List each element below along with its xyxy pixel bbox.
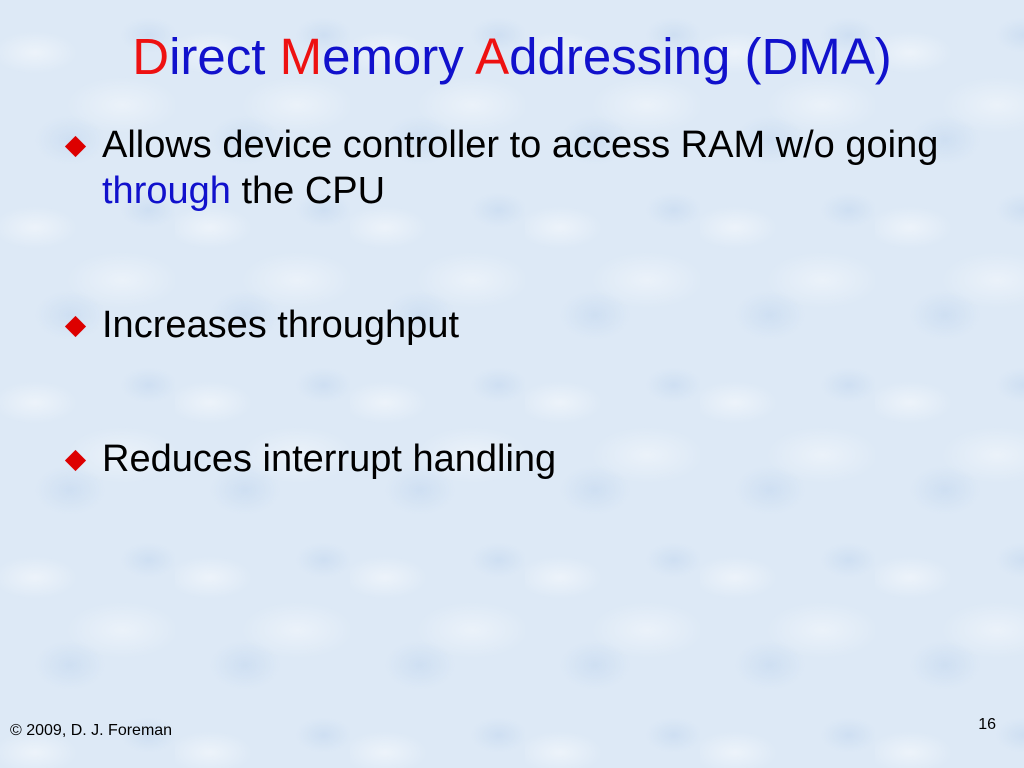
- bullet-text: Increases throughput: [102, 304, 460, 346]
- bullet-list: Allows device controller to access RAM w…: [64, 122, 966, 482]
- title-initial-d: D: [132, 28, 170, 85]
- bullet-item-interrupt: Reduces interrupt handling: [64, 436, 966, 482]
- red-diamond-icon: [64, 135, 87, 158]
- title-initial-a: A: [475, 28, 510, 85]
- bullet-text-highlight: through: [102, 170, 231, 212]
- slide-title: Direct Memory Addressing (DMA): [0, 22, 1024, 92]
- bullet-text-before: Allows device controller to access RAM w…: [102, 124, 939, 166]
- bullet-item-throughput: Increases throughput: [64, 302, 966, 348]
- bullet-text-after: the CPU: [230, 170, 386, 212]
- title-initial-m: M: [279, 28, 323, 85]
- title-word-memory: emory: [322, 28, 476, 85]
- bullet-text: Reduces interrupt handling: [102, 438, 557, 480]
- red-diamond-icon: [64, 449, 87, 472]
- title-word-addressing: ddressing (DMA): [509, 28, 892, 85]
- title-word-direct: irect: [169, 28, 280, 85]
- red-diamond-icon: [64, 315, 87, 338]
- page-number: 16: [978, 716, 996, 733]
- footer-copyright: © 2009, D. J. Foreman: [10, 722, 173, 739]
- bullet-item-access-ram: Allows device controller to access RAM w…: [64, 122, 966, 214]
